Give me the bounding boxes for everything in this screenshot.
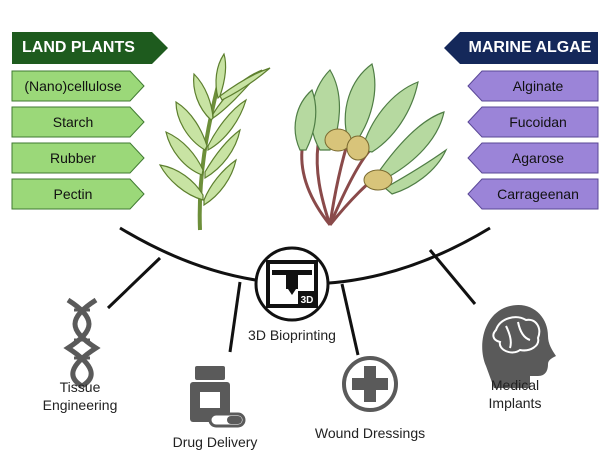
land-plants-title: LAND PLANTS [22, 39, 135, 56]
pill-bottle-icon [190, 366, 246, 428]
marine-item-alginate-box [467, 70, 599, 102]
connector-tissue [106, 256, 162, 310]
marine-item-fucoidan-box [467, 106, 599, 138]
marine-item-alginate: Alginate [512, 78, 564, 94]
medical-implants-label: Medical Implants [470, 376, 560, 412]
land-item-pectin: Pectin [53, 186, 93, 202]
land-plant-illustration [158, 52, 271, 231]
land-item-nanocellulose: (Nano)cellulose [24, 78, 122, 94]
marine-item-fucoidan: Fucoidan [509, 114, 567, 130]
land-item-nanocellulose-box [11, 70, 145, 102]
marine-algae-illustration [294, 63, 448, 226]
marine-item-carrageenan-box [467, 178, 599, 210]
drug-delivery-label: Drug Delivery [172, 434, 258, 450]
land-item-rubber: Rubber [50, 150, 96, 166]
implants-label-line2: Implants [488, 395, 542, 411]
land-item-starch-box [11, 106, 145, 138]
connector-wound [340, 283, 360, 356]
implants-label-line1: Medical [490, 377, 540, 393]
marine-algae-list [467, 70, 599, 210]
land-item-starch: Starch [52, 114, 94, 130]
3d-printer-icon: 3D [254, 246, 330, 322]
connector-lines [106, 249, 477, 356]
marine-algae-title: MARINE ALGAE [468, 39, 592, 56]
connector-drug [228, 281, 242, 353]
bioprinting-label: 3D Bioprinting [248, 327, 336, 343]
wound-dressings-label: Wound Dressings [314, 425, 426, 441]
marine-item-agarose-box [467, 142, 599, 174]
svg-text:3D: 3D [301, 295, 314, 306]
marine-item-carrageenan: Carrageenan [497, 186, 579, 202]
marine-algae-header [444, 32, 598, 64]
land-item-rubber-box [11, 142, 145, 174]
land-plants-header [12, 32, 168, 64]
connector-implants [428, 249, 477, 305]
land-item-pectin-box [11, 178, 145, 210]
land-plants-list [11, 70, 145, 210]
medical-cross-icon [342, 356, 398, 412]
tissue-engineering-label: Tissue Engineering [30, 378, 130, 414]
marine-item-agarose: Agarose [511, 150, 565, 166]
head-brain-icon [482, 304, 556, 388]
tissue-label-line2: Engineering [42, 397, 118, 413]
dna-icon [63, 297, 101, 389]
tissue-label-line1: Tissue [59, 379, 101, 395]
